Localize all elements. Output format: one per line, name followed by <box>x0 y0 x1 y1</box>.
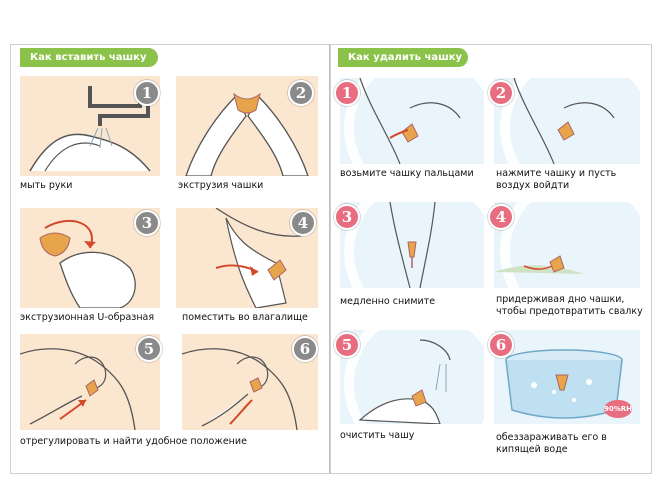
step-number-badge: 4 <box>290 210 316 236</box>
clean-cup-image <box>340 330 484 424</box>
step-number-badge: 3 <box>334 204 360 230</box>
step-label: очистить чашу <box>340 430 415 441</box>
step-label: медленно снимите <box>340 296 436 307</box>
step-label: поместить во влагалище <box>182 312 308 323</box>
wash-hands-image <box>20 76 160 176</box>
remove-slowly-image <box>340 202 484 288</box>
step-label: возьмите чашку пальцами <box>340 168 474 179</box>
step-number-badge: 6 <box>488 332 514 358</box>
step-label: отрегулировать и найти удобное положение <box>20 436 247 447</box>
panel-divider <box>329 44 330 474</box>
grasp-cup-image <box>340 78 484 164</box>
press-cup-image <box>494 78 640 164</box>
step-number-badge: 2 <box>288 80 314 106</box>
remove-section-title: Как удалить чашку <box>338 48 468 67</box>
step-label: экструзионная U-образная <box>20 312 155 323</box>
step-number-badge: 1 <box>134 80 160 106</box>
step-label: обеззараживать его в кипящей воде <box>496 432 607 455</box>
hold-bottom-image <box>494 202 640 288</box>
step-number-badge: 5 <box>334 332 360 358</box>
humidity-badge: 90%RH <box>604 400 632 418</box>
step-label: мыть руки <box>20 180 73 191</box>
boil-cup-image <box>494 330 640 424</box>
step-number-badge: 6 <box>292 336 318 362</box>
insert-section-title: Как вставить чашку <box>20 48 158 67</box>
step-number-badge: 4 <box>488 204 514 230</box>
step-number-badge: 5 <box>136 336 162 362</box>
step-number-badge: 2 <box>488 80 514 106</box>
step-label: экструзия чашки <box>178 180 264 191</box>
step-label: придерживая дно чашки, чтобы предотврати… <box>496 294 643 317</box>
step-label: нажмите чашку и пусть воздух войдти <box>496 168 617 191</box>
step-number-badge: 1 <box>334 80 360 106</box>
step-number-badge: 3 <box>134 210 160 236</box>
